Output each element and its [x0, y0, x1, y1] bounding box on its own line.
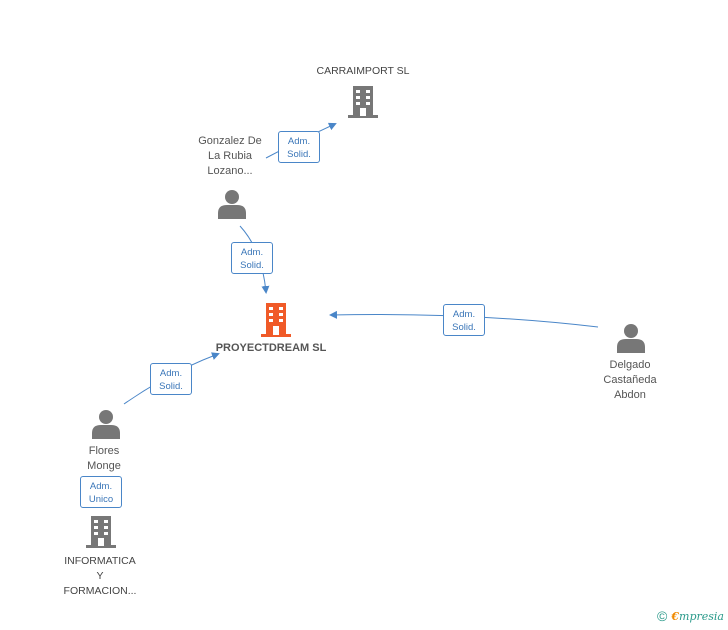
gonzalez-label: Gonzalez De La Rubia Lozano... — [180, 134, 280, 179]
edge-role-line: Unico — [88, 494, 114, 505]
brand-initial: € — [671, 609, 680, 623]
building-icon-proyectdream[interactable] — [260, 301, 292, 337]
informatica-label-line: FORMACION... — [63, 585, 137, 597]
gonzalez-label-line: Lozano... — [207, 165, 253, 177]
delgado-label: Delgado Castañeda Abdon — [580, 358, 680, 403]
informatica-label-line: INFORMATICA — [64, 555, 136, 567]
gonzalez-label-line: Gonzalez De — [198, 135, 262, 147]
edge-label-flores-informatica[interactable]: Adm. Unico — [80, 476, 122, 508]
person-icon-gonzalez[interactable] — [218, 189, 246, 219]
delgado-label-line: Abdon — [614, 389, 646, 401]
person-icon-flores[interactable] — [92, 409, 120, 439]
flores-label: Flores Monge — [64, 444, 144, 474]
brand-footer: © €mpresia — [657, 608, 724, 624]
gonzalez-label-line: La Rubia — [207, 150, 253, 162]
carraimport-label: CARRAIMPORT SL — [316, 65, 410, 77]
brand-name: mpresia — [679, 609, 724, 623]
informatica-label: INFORMATICA Y FORMACION... — [50, 554, 150, 599]
proyectdream-label: PROYECTDREAM SL — [215, 342, 327, 354]
edge-role-line: Adm. — [240, 247, 264, 258]
informatica-label-line: Y — [96, 570, 104, 582]
brand-logo: €mpresia — [671, 610, 724, 623]
copyright-symbol: © — [657, 608, 668, 624]
edge-role-line: Adm. — [159, 368, 183, 379]
edge-label-flores-proyectdream[interactable]: Adm. Solid. — [150, 363, 192, 395]
edge-role-line: Adm. — [452, 309, 476, 320]
edge-role-line: Solid. — [240, 260, 264, 271]
flores-label-line: Flores — [88, 445, 120, 457]
edge-role-line: Solid. — [452, 322, 476, 333]
delgado-label-line: Castañeda — [603, 374, 657, 386]
building-icon-carraimport[interactable] — [347, 84, 379, 118]
edge-role-line: Adm. — [89, 481, 113, 492]
building-icon-informatica[interactable] — [85, 514, 117, 548]
edge-role-line: Solid. — [287, 149, 311, 160]
edge-label-gonzalez-carraimport[interactable]: Adm. Solid. — [278, 131, 320, 163]
edge-role-line: Solid. — [159, 381, 183, 392]
person-icon-delgado[interactable] — [617, 323, 645, 353]
edge-role-line: Adm. — [287, 136, 311, 147]
delgado-label-line: Delgado — [609, 359, 651, 371]
edge-label-gonzalez-proyectdream[interactable]: Adm. Solid. — [231, 242, 273, 274]
flores-label-line: Monge — [87, 460, 121, 472]
edge-label-delgado-proyectdream[interactable]: Adm. Solid. — [443, 304, 485, 336]
